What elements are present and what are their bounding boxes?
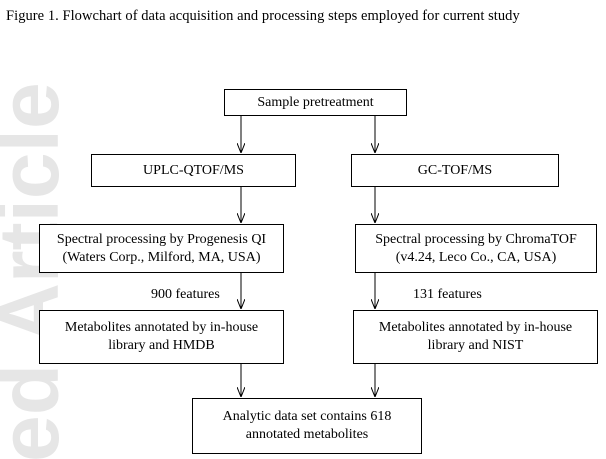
node-annotation-nist-line-1: Metabolites annotated by in-house [378, 320, 573, 335]
node-chromatof-processing-line-2: (v4.24, Leco Co., CA, USA) [395, 249, 557, 265]
node-final-dataset: Analytic data set contains 618 annotated… [192, 398, 422, 454]
node-uplc-qtof-ms-line-1: UPLC-QTOF/MS [143, 162, 244, 178]
node-annotation-hmdb-line-1: Metabolites annotated by in-house [64, 320, 259, 335]
node-progenesis-processing: Spectral processing by Progenesis QI (Wa… [39, 224, 284, 273]
label-gc-features: 131 features [413, 287, 482, 302]
figure-title: Figure 1. Flowchart of data acquisition … [6, 8, 520, 24]
node-annotation-nist-line-2: library and NIST [427, 338, 524, 353]
node-gc-tof-ms-line-1: GC-TOF/MS [417, 162, 493, 178]
node-chromatof-processing: Spectral processing by ChromaTOF (v4.24,… [355, 224, 597, 273]
node-progenesis-processing-line-1: Spectral processing by Progenesis QI [56, 231, 267, 247]
node-progenesis-processing-line-2: (Waters Corp., Milford, MA, USA) [62, 249, 261, 265]
node-final-dataset-line-2: annotated metabolites [245, 427, 369, 442]
node-annotation-hmdb: Metabolites annotated by in-house librar… [39, 310, 284, 364]
label-uplc-features: 900 features [151, 287, 220, 302]
node-sample-pretreatment-line-1: Sample pretreatment [257, 94, 374, 110]
node-chromatof-processing-line-1: Spectral processing by ChromaTOF [375, 231, 577, 247]
node-annotation-nist: Metabolites annotated by in-house librar… [353, 310, 598, 364]
node-uplc-qtof-ms: UPLC-QTOF/MS [91, 154, 296, 187]
node-annotation-hmdb-line-2: library and HMDB [108, 338, 215, 353]
node-sample-pretreatment: Sample pretreatment [224, 89, 407, 116]
node-final-dataset-line-1: Analytic data set contains 618 [222, 409, 392, 424]
node-gc-tof-ms: GC-TOF/MS [351, 154, 559, 187]
